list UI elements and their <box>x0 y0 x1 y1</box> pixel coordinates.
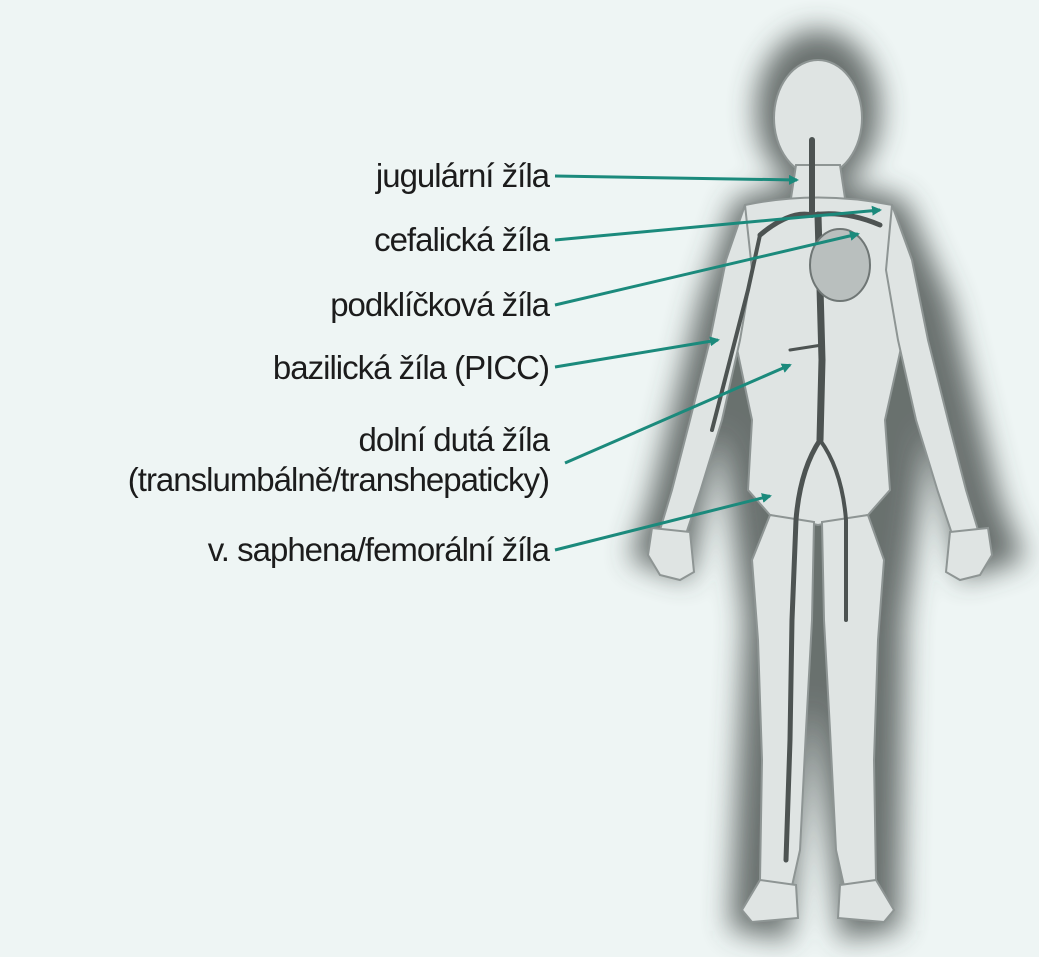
label-ivc: dolní dutá žíla (translumbálně/transhepa… <box>128 420 549 500</box>
pointer-jugular <box>555 176 797 180</box>
label-jugular: jugulární žíla <box>376 156 549 196</box>
label-saphena-text: v. saphena/femorální žíla <box>208 530 549 570</box>
label-basilic: bazilická žíla (PICC) <box>273 348 549 388</box>
heart <box>810 229 870 301</box>
label-ivc-line2: (translumbálně/transhepaticky) <box>128 460 549 500</box>
label-saphena: v. saphena/femorální žíla <box>208 530 549 570</box>
label-subclavian: podklíčková žíla <box>330 285 549 325</box>
label-basilic-text: bazilická žíla (PICC) <box>273 348 549 388</box>
label-subclavian-text: podklíčková žíla <box>330 285 549 325</box>
body-silhouette <box>648 60 992 922</box>
label-cephalic-text: cefalická žíla <box>374 220 549 260</box>
label-jugular-text: jugulární žíla <box>376 156 549 196</box>
label-ivc-line1: dolní dutá žíla <box>128 420 549 460</box>
label-cephalic: cefalická žíla <box>374 220 549 260</box>
